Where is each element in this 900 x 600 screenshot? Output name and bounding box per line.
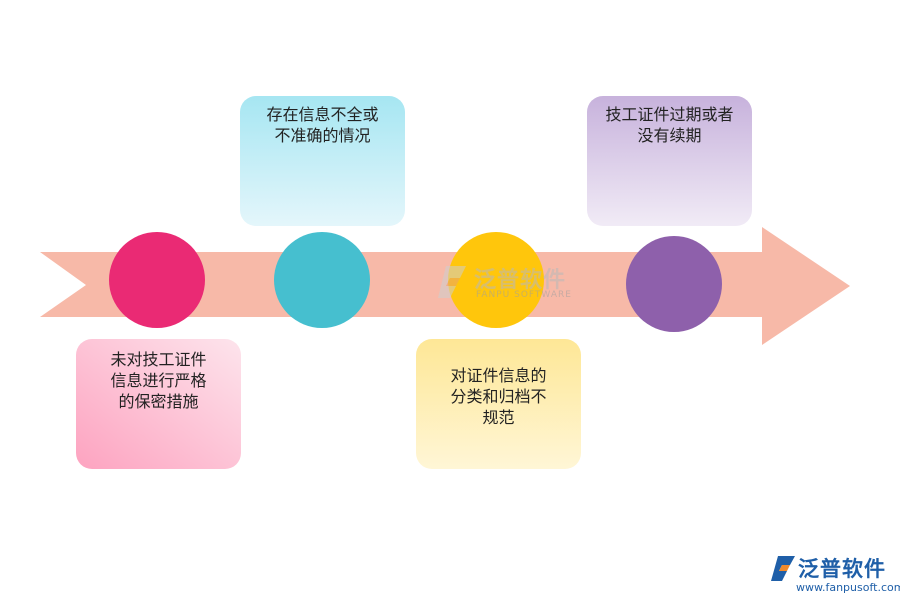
step-4-text: 技工证件过期或者 没有续期 <box>605 105 734 145</box>
step-2-text: 存在信息不全或 不准确的情况 <box>266 105 379 145</box>
step-4-card: 技工证件过期或者 没有续期 <box>587 96 752 226</box>
brand-url: www.fanpusoft.com <box>796 581 900 594</box>
step-2-dot <box>274 232 370 328</box>
brand-logo: 泛普软件 www.fanpusoft.com <box>770 551 900 597</box>
step-4-dot <box>626 236 722 332</box>
brand-title: 泛普软件 <box>798 557 886 581</box>
step-2-card: 存在信息不全或 不准确的情况 <box>240 96 405 226</box>
step-3-dot <box>448 232 544 328</box>
step-1-text: 未对技工证件 信息进行严格 的保密措施 <box>110 350 207 411</box>
step-3-text: 对证件信息的 分类和归档不 规范 <box>450 366 547 427</box>
step-1-card: 未对技工证件 信息进行严格 的保密措施 <box>76 339 241 469</box>
brand-logo-icon <box>771 556 795 581</box>
watermark: 泛普软件 FANPU SOFTWARE <box>436 262 596 304</box>
watermark-title: 泛普软件 <box>474 268 567 293</box>
step-1-dot <box>109 232 205 328</box>
step-3-card: 对证件信息的 分类和归档不 规范 <box>416 339 581 469</box>
watermark-subtitle: FANPU SOFTWARE <box>476 290 572 300</box>
watermark-logo-icon <box>438 266 466 298</box>
